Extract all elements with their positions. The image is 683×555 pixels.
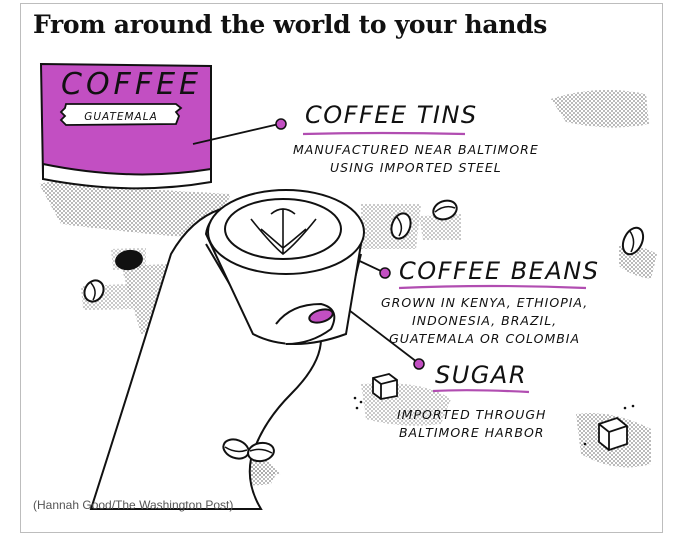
coffee-tin-illustration: COFFEE GUATEMALA [39, 62, 212, 190]
illustration: COFFEE GUATEMALA [39, 62, 657, 510]
coffee-tins-line-2: USING IMPORTED STEEL [330, 160, 502, 175]
headline: From around the world to your hands [33, 10, 548, 39]
coffee-beans-description: GROWN IN KENYA, ETHIOPIA, INDONESIA, BRA… [381, 294, 588, 348]
sugar-pointer-dot [413, 358, 425, 370]
coffee-beans-line-1: GROWN IN KENYA, ETHIOPIA, [381, 295, 589, 310]
sugar-description: IMPORTED THROUGH BALTIMORE HARBOR [397, 406, 546, 442]
label-underlines [302, 131, 587, 394]
tin-pointer-dot [275, 118, 287, 130]
tin-origin-text: GUATEMALA [84, 111, 158, 123]
graphic-frame: From around the world to your hands [20, 3, 663, 533]
coffee-tins-title: COFFEE TINS [305, 101, 478, 129]
coffee-beans-illustration [83, 199, 645, 463]
photo-credit: (Hannah Good/The Washington Post) [33, 498, 234, 512]
coffee-tins-line-1: MANUFACTURED NEAR BALTIMORE [293, 142, 539, 157]
coffee-tins-description: MANUFACTURED NEAR BALTIMORE USING IMPORT… [293, 141, 539, 177]
hand-holding-cup [89, 189, 365, 510]
coffee-beans-line-2: INDONESIA, BRAZIL, [412, 313, 558, 328]
coffee-beans-line-3: GUATEMALA OR COLOMBIA [389, 331, 581, 346]
coffee-beans-title: COFFEE BEANS [399, 257, 600, 285]
beans-pointer-dot [379, 267, 391, 279]
sugar-line-2: BALTIMORE HARBOR [398, 425, 545, 440]
sugar-line-1: IMPORTED THROUGH [397, 407, 547, 422]
sugar-title: SUGAR [435, 361, 527, 389]
tin-brand-text: COFFEE [61, 67, 202, 102]
sugar-cubes-illustration [353, 373, 635, 452]
